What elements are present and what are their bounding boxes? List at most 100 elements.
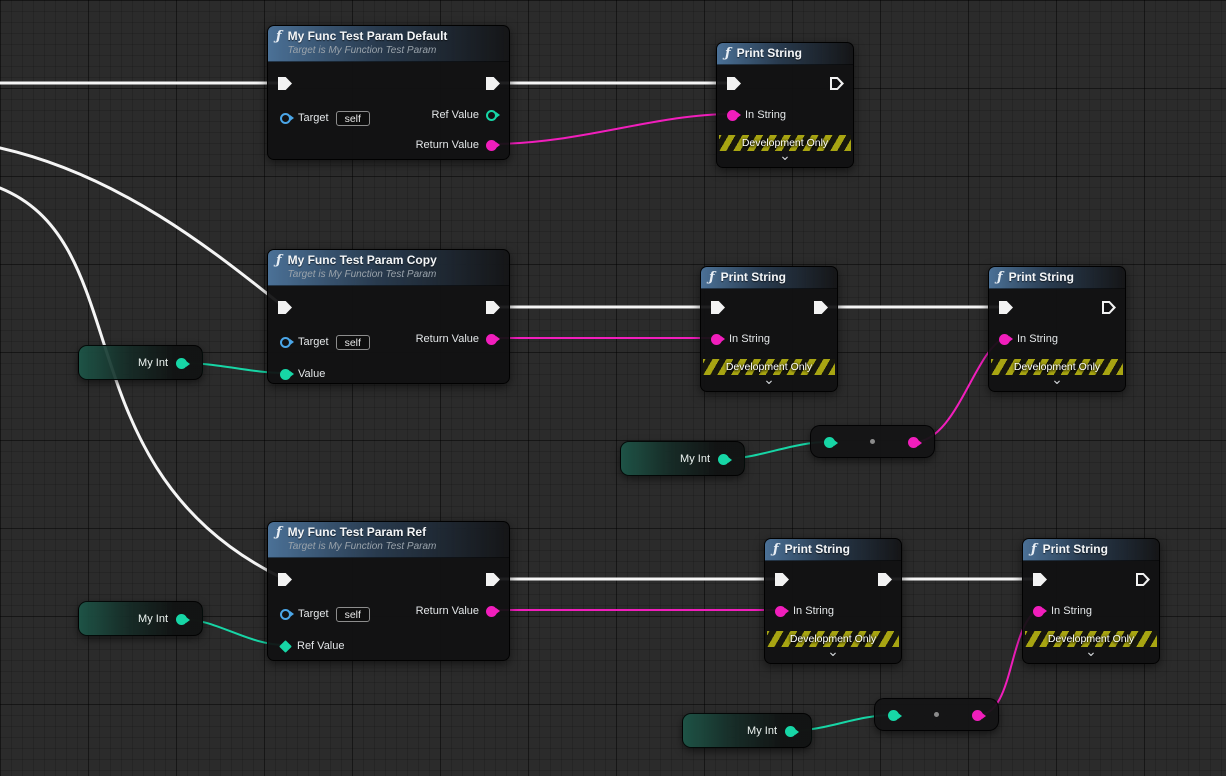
target-label: Target [298, 336, 329, 348]
target-value-input[interactable]: self [335, 606, 370, 622]
node-print-string-5[interactable]: ƒ Print String In String Development Onl… [1022, 538, 1160, 664]
string-wire-default-return[interactable] [491, 113, 733, 145]
node-my-func-test-param-ref[interactable]: ƒ My Func Test Param Ref Target is My Fu… [267, 521, 510, 661]
development-only-banner: Development Only [767, 631, 899, 647]
conversion-in-pin[interactable] [824, 437, 835, 448]
exec-out-pin[interactable] [486, 301, 500, 314]
node-header[interactable]: ƒ Print String [1023, 539, 1159, 561]
value-label: Value [298, 368, 326, 380]
in-string-pin[interactable] [727, 109, 738, 121]
my-int-out-pin[interactable] [176, 358, 187, 369]
return-value-pin[interactable] [486, 333, 497, 345]
node-my-int-4[interactable]: My Int [682, 713, 812, 748]
advanced-display-chevron[interactable]: ⌄ [827, 643, 839, 659]
exec-pin-shape [486, 301, 500, 314]
function-icon: ƒ [997, 270, 1003, 285]
in-string-pin[interactable] [711, 333, 722, 345]
exec-in-pin[interactable] [727, 77, 741, 90]
ref-value-out-pin[interactable] [486, 109, 497, 121]
exec-wire-entry-copy[interactable] [0, 146, 286, 309]
exec-in-pin[interactable] [775, 573, 789, 586]
node-header[interactable]: ƒ Print String [701, 267, 837, 289]
exec-in-pin[interactable] [1033, 573, 1047, 586]
return-value-label: Return Value [415, 333, 479, 345]
conversion-out-pin[interactable] [908, 437, 919, 448]
exec-pin-shape [486, 573, 500, 586]
exec-in-pin[interactable] [711, 301, 725, 314]
node-my-int-3[interactable]: My Int [78, 601, 203, 636]
node-title: Print String [1008, 270, 1074, 284]
in-string-label: In String [1051, 605, 1092, 617]
exec-in-pin[interactable] [278, 573, 292, 586]
exec-out-pin[interactable] [486, 573, 500, 586]
advanced-display-chevron[interactable]: ⌄ [763, 371, 775, 387]
exec-out-pin[interactable] [1136, 573, 1150, 586]
node-subtitle: Target is My Function Test Param [287, 541, 437, 552]
in-string-pin[interactable] [999, 333, 1010, 345]
exec-pin-shape [727, 77, 741, 90]
node-title: My Func Test Param Default [287, 29, 448, 43]
value-pin[interactable] [280, 368, 291, 380]
conversion-in-pin[interactable] [888, 710, 899, 721]
exec-out-pin[interactable] [814, 301, 828, 314]
target-pin[interactable] [280, 608, 291, 620]
node-title: Print String [784, 542, 850, 556]
node-header[interactable]: ƒ Print String [989, 267, 1125, 289]
advanced-display-chevron[interactable]: ⌄ [1051, 371, 1063, 387]
return-value-pin[interactable] [486, 139, 497, 151]
target-pin[interactable] [280, 112, 291, 124]
node-title: Print String [720, 270, 786, 284]
in-string-label: In String [1017, 333, 1058, 345]
node-my-func-test-param-copy[interactable]: ƒ My Func Test Param Copy Target is My F… [267, 249, 510, 384]
node-subtitle: Target is My Function Test Param [287, 45, 437, 56]
advanced-display-chevron[interactable]: ⌄ [1085, 643, 1097, 659]
exec-out-pin[interactable] [486, 77, 500, 90]
my-int-out-pin[interactable] [176, 614, 187, 625]
advanced-display-chevron[interactable]: ⌄ [779, 147, 791, 163]
exec-pin-shape [830, 77, 844, 90]
node-print-string-4[interactable]: ƒ Print String In String Development Onl… [764, 538, 902, 664]
exec-wire-entry-ref[interactable] [0, 186, 286, 581]
in-string-pin[interactable] [1033, 605, 1044, 617]
ref-value-in-pin[interactable] [279, 639, 292, 653]
function-icon: ƒ [1031, 542, 1037, 557]
function-icon: ƒ [725, 46, 731, 61]
target-value-input[interactable]: self [335, 110, 370, 126]
conversion-out-pin[interactable] [972, 710, 983, 721]
variable-label: My Int [138, 356, 168, 369]
target-pin[interactable] [280, 336, 291, 348]
in-string-pin[interactable] [775, 605, 786, 617]
exec-in-pin[interactable] [278, 77, 292, 90]
exec-in-pin[interactable] [999, 301, 1013, 314]
exec-out-pin[interactable] [1102, 301, 1116, 314]
exec-pin-shape [711, 301, 725, 314]
node-conversion-1[interactable] [810, 425, 935, 458]
variable-label: My Int [138, 612, 168, 625]
my-int-out-pin[interactable] [785, 726, 796, 737]
node-header[interactable]: ƒ Print String [717, 43, 853, 65]
target-label: Target [298, 112, 329, 124]
development-only-banner: Development Only [719, 135, 851, 151]
node-print-string-1[interactable]: ƒ Print String In String Development Onl… [716, 42, 854, 168]
node-my-int-2[interactable]: My Int [620, 441, 745, 476]
node-header[interactable]: ƒ My Func Test Param Ref Target is My Fu… [268, 522, 509, 558]
return-value-pin[interactable] [486, 605, 497, 617]
my-int-out-pin[interactable] [718, 454, 729, 465]
node-my-int-1[interactable]: My Int [78, 345, 203, 380]
node-header[interactable]: ƒ My Func Test Param Copy Target is My F… [268, 250, 509, 286]
exec-in-pin[interactable] [278, 301, 292, 314]
target-value-input[interactable]: self [335, 334, 370, 350]
node-conversion-2[interactable] [874, 698, 999, 731]
exec-pin-shape [486, 77, 500, 90]
node-header[interactable]: ƒ My Func Test Param Default Target is M… [268, 26, 509, 62]
in-string-label: In String [729, 333, 770, 345]
node-my-func-test-param-default[interactable]: ƒ My Func Test Param Default Target is M… [267, 25, 510, 160]
node-print-string-2[interactable]: ƒ Print String In String Development Onl… [700, 266, 838, 392]
exec-pin-shape [278, 573, 292, 586]
node-print-string-3[interactable]: ƒ Print String In String Development Onl… [988, 266, 1126, 392]
exec-out-pin[interactable] [878, 573, 892, 586]
exec-out-pin[interactable] [830, 77, 844, 90]
node-header[interactable]: ƒ Print String [765, 539, 901, 561]
exec-pin-shape [999, 301, 1013, 314]
